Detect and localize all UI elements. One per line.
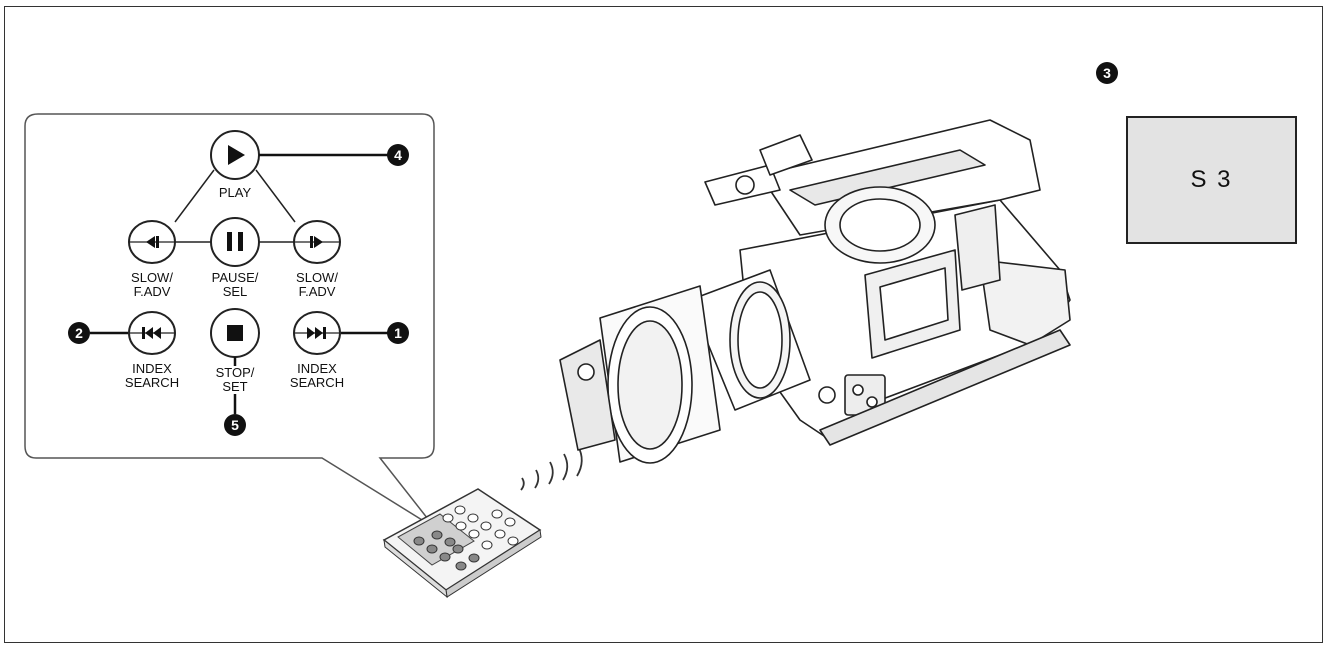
callout-2-badge bbox=[68, 322, 90, 344]
index-search-back-button[interactable] bbox=[128, 311, 176, 355]
stop-label: STOP/ SET bbox=[200, 366, 270, 394]
play-icon bbox=[228, 145, 245, 165]
callout-badges bbox=[68, 62, 1118, 436]
pause-button[interactable] bbox=[210, 217, 260, 267]
stop-button[interactable] bbox=[210, 308, 260, 358]
slow-reverse-label: SLOW/ F.ADV bbox=[131, 270, 173, 299]
slow-forward-icon bbox=[310, 236, 323, 248]
remote-control-illustration bbox=[382, 488, 542, 599]
index-search-forward-label: INDEX SEARCH bbox=[289, 361, 345, 390]
index-search-back-label: INDEX SEARCH bbox=[124, 361, 180, 390]
slow-forward-button[interactable] bbox=[293, 220, 341, 264]
callout-3-number: 3 bbox=[1103, 65, 1111, 81]
slow-reverse-button[interactable] bbox=[128, 220, 176, 264]
display-readout-text: S 3 bbox=[1190, 166, 1233, 193]
pause-icon bbox=[227, 232, 243, 251]
callout-5-number: 5 bbox=[231, 417, 239, 433]
skip-forward-icon bbox=[307, 327, 326, 339]
slow-forward-label: SLOW/ F.ADV bbox=[296, 270, 338, 299]
callout-2-number: 2 bbox=[75, 325, 83, 341]
camcorder-illustration bbox=[559, 119, 1071, 464]
callout-4-number: 4 bbox=[394, 147, 402, 163]
stop-icon bbox=[227, 325, 243, 341]
play-button[interactable] bbox=[210, 130, 260, 180]
callout-5-badge bbox=[224, 414, 246, 436]
ir-signal-icon bbox=[520, 445, 583, 491]
pause-label: PAUSE/ SEL bbox=[211, 270, 259, 299]
callout-3-badge bbox=[1096, 62, 1118, 84]
index-search-forward-button[interactable] bbox=[293, 311, 341, 355]
callout-4-badge bbox=[387, 144, 409, 166]
skip-back-icon bbox=[142, 327, 161, 339]
figure-frame bbox=[4, 6, 1323, 643]
callout-1-badge bbox=[387, 322, 409, 344]
slow-reverse-icon bbox=[146, 236, 159, 248]
callout-1-number: 1 bbox=[394, 325, 402, 341]
display-readout-box: S 3 bbox=[1126, 116, 1297, 244]
play-label: PLAY bbox=[218, 185, 252, 200]
